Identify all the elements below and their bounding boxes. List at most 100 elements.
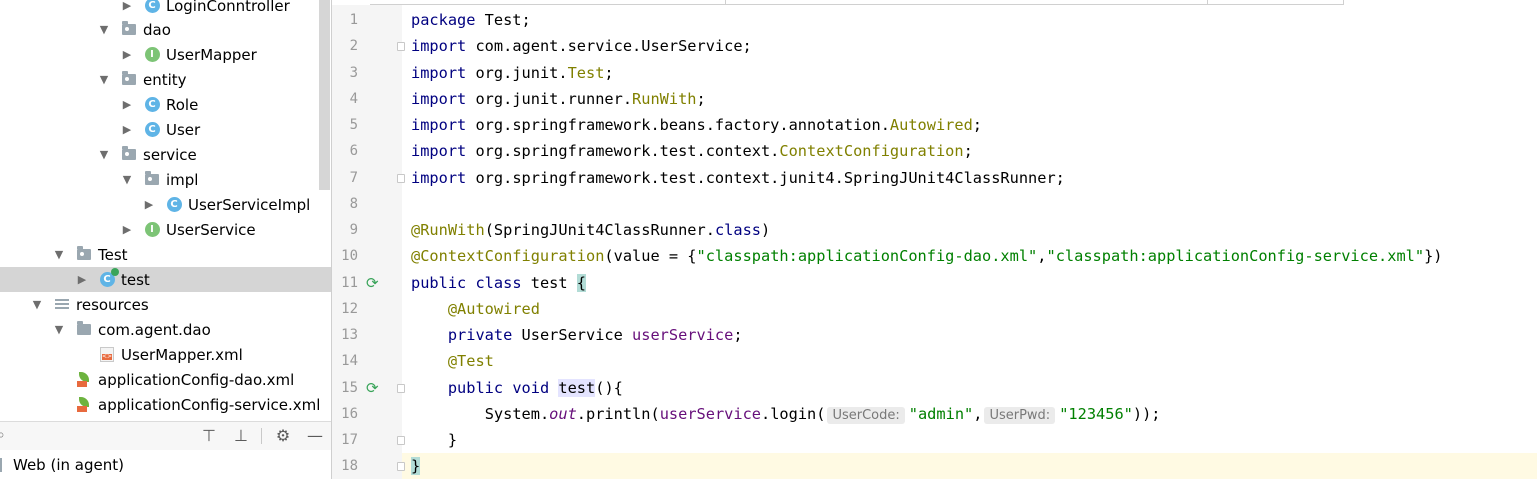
collapse-all-icon[interactable]: ⊥ [234,426,248,445]
tree-item-role[interactable]: ▶ C Role [0,92,331,117]
keyword: class [714,221,761,239]
expand-arrow-icon[interactable]: ▶ [122,123,132,136]
line-number: 7 [349,170,358,186]
tree-item-test-package[interactable]: ▼ Test [0,242,331,267]
editor-tab-strip [332,0,1537,5]
package-folder-icon [144,171,160,188]
expand-arrow-icon[interactable]: ▶ [122,48,132,61]
expand-arrow-icon[interactable]: ▶ [122,223,132,236]
code-line[interactable]: @ContextConfiguration(value = {"classpat… [411,243,1443,269]
collapse-arrow-icon[interactable]: ▼ [54,323,64,336]
tree-item-label: UserMapper.xml [121,345,243,364]
collapse-arrow-icon[interactable]: ▼ [54,248,64,261]
code-text: }) [1424,247,1443,265]
tree-item-applicationconfig-dao-xml[interactable]: ▶ applicationConfig-dao.xml [0,367,331,392]
fold-marker-icon[interactable] [397,174,405,183]
fold-marker-icon[interactable] [397,462,405,471]
annotation-class: RunWith [632,90,697,108]
xml-file-icon: <> [99,347,115,363]
expand-arrow-icon[interactable]: ▶ [122,0,132,12]
editor-gutter [332,5,402,479]
tree-item-test-class[interactable]: ▶ C test [0,267,331,292]
tree-item-usermapper[interactable]: ▶ I UserMapper [0,42,331,67]
tree-item-applicationconfig-service-xml[interactable]: ▶ applicationConfig-service.xml [0,392,331,417]
tree-item-label: test [121,270,150,289]
code-editor[interactable] [402,5,1537,479]
code-text: com.agent.service.UserService; [466,37,752,55]
code-line[interactable]: public void test(){ [411,375,623,401]
run-test-icon[interactable]: ⟳ [366,379,379,397]
code-text: .login( [761,405,826,423]
keyword: public [447,379,504,397]
code-line[interactable]: @Autowired [411,296,540,322]
code-text: )); [1132,405,1161,423]
code-line[interactable]: } [411,427,457,453]
tree-item-impl[interactable]: ▼ impl [0,167,331,192]
line-number: 16 [341,406,358,422]
tree-item-usermapper-xml[interactable]: ▶ <> UserMapper.xml [0,342,331,367]
run-configuration-item[interactable]: Web (in agent) [0,450,331,479]
run-test-icon[interactable]: ⟳ [366,274,379,292]
tree-item-label: UserMapper [166,45,257,64]
expand-arrow-icon[interactable]: ▶ [77,273,87,286]
tree-item-entity[interactable]: ▼ entity [0,67,331,92]
editor-tab[interactable] [1207,0,1344,5]
keyword: void [503,379,550,397]
expand-arrow-icon[interactable]: ▶ [122,98,132,111]
tree-item-user[interactable]: ▶ C User [0,117,331,142]
keyword: import [411,64,467,82]
collapse-arrow-icon[interactable]: ▼ [99,73,109,86]
annotation-class: Autowired [889,116,973,134]
editor-tab[interactable] [370,0,725,5]
code-text: ) [761,221,771,239]
code-line[interactable]: @Test [411,348,494,374]
code-line[interactable]: import org.junit.runner.RunWith; [411,86,706,112]
fold-marker-icon[interactable] [397,436,405,445]
tree-item-dao[interactable]: ▼ dao [0,17,331,42]
tree-item-resources[interactable]: ▼ resources [0,292,331,317]
editor-tab[interactable] [725,0,1208,5]
code-line[interactable]: public class test { [411,270,587,296]
line-number: 18 [341,458,358,474]
class-icon: C [144,0,160,14]
tree-item-userserviceimpl[interactable]: ▶ C UserServiceImpl [0,192,331,217]
tree-scrollbar[interactable] [319,0,330,190]
fold-marker-icon[interactable] [397,42,405,51]
code-text: UserService [512,326,633,344]
panel-divider[interactable] [331,0,332,479]
code-line[interactable]: import org.springframework.test.context.… [411,138,973,164]
collapse-arrow-icon[interactable]: ▼ [32,298,42,311]
expand-arrow-icon[interactable]: ▶ [144,198,154,211]
tree-item-label: UserService [166,220,256,239]
keyword: import [411,116,467,134]
code-text: , [1037,247,1047,265]
code-line[interactable]: import com.agent.service.UserService; [411,33,752,59]
collapse-arrow-icon[interactable]: ▼ [99,148,109,161]
tree-item-userservice[interactable]: ▶ I UserService [0,217,331,242]
code-line[interactable]: System.out.println(userService.login(Use… [411,401,1161,429]
minimize-icon[interactable]: — [307,426,323,445]
code-line[interactable]: } [411,453,421,479]
expand-all-icon[interactable]: ⊤ [202,426,216,445]
tree-item-loginconntroller[interactable]: ▶ C LoginConntroller [0,0,331,18]
annotation-class: Test [567,64,605,82]
collapse-arrow-icon[interactable]: ▼ [99,23,109,36]
keyword: import [411,142,467,160]
tree-item-com-agent-dao[interactable]: ▼ com.agent.dao [0,317,331,342]
fold-marker-icon[interactable] [397,384,405,393]
class-icon: C [144,97,160,113]
code-line[interactable]: import org.junit.Test; [411,60,614,86]
static-field: out [549,405,577,423]
code-line[interactable]: private UserService userService; [411,322,743,348]
gear-icon[interactable]: ⚙ [275,426,291,445]
code-line[interactable]: import org.springframework.beans.factory… [411,112,982,138]
code-line[interactable]: @RunWith(SpringJUnit4ClassRunner.class) [411,217,770,243]
code-line[interactable]: import org.springframework.test.context.… [411,165,1065,191]
line-number: 6 [349,143,358,159]
package-folder-icon [121,71,137,88]
string-literal: "classpath:applicationConfig-dao.xml" [696,247,1038,265]
tree-item-service[interactable]: ▼ service [0,142,331,167]
collapse-arrow-icon[interactable]: ▼ [122,173,132,186]
code-line[interactable]: package Test; [411,7,531,33]
project-tree: ▶ C LoginConntroller ▼ dao ▶ I UserMappe… [0,0,331,420]
